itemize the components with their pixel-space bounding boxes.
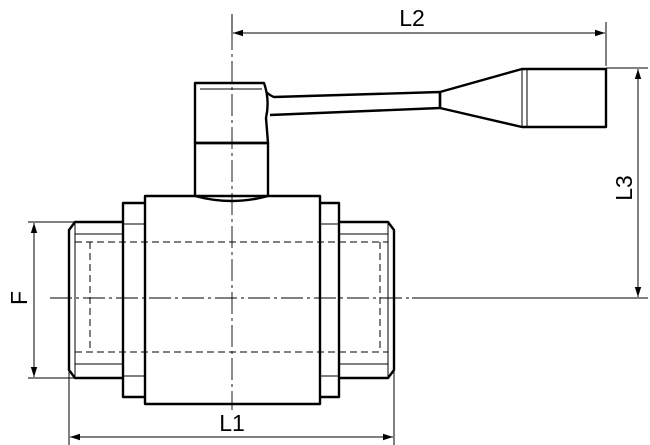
l2-label: L2	[399, 5, 425, 31]
handle-hub-outline	[193, 81, 270, 145]
l1-label: L1	[219, 410, 245, 436]
lever-arm-outline	[265, 90, 442, 117]
body-main-outline	[143, 194, 322, 406]
stem-neck-outline	[193, 143, 270, 203]
center-lines	[50, 28, 412, 410]
valve-stem	[193, 141, 270, 203]
lever-handle	[193, 67, 608, 145]
right-threaded-end	[339, 220, 396, 380]
lever-grip-outline	[438, 67, 608, 129]
dimensions: L2 L3 F L1	[6, 5, 642, 441]
l3-label: L3	[611, 175, 637, 201]
extension-lines	[28, 14, 648, 445]
left-end-outline	[67, 220, 123, 380]
right-end-outline	[339, 220, 396, 380]
left-threaded-end	[67, 220, 123, 380]
valve-body	[121, 194, 341, 406]
f-label: F	[6, 291, 32, 305]
hidden-bore	[75, 241, 388, 353]
body-left-collar	[121, 201, 145, 399]
body-right-collar	[320, 201, 341, 399]
